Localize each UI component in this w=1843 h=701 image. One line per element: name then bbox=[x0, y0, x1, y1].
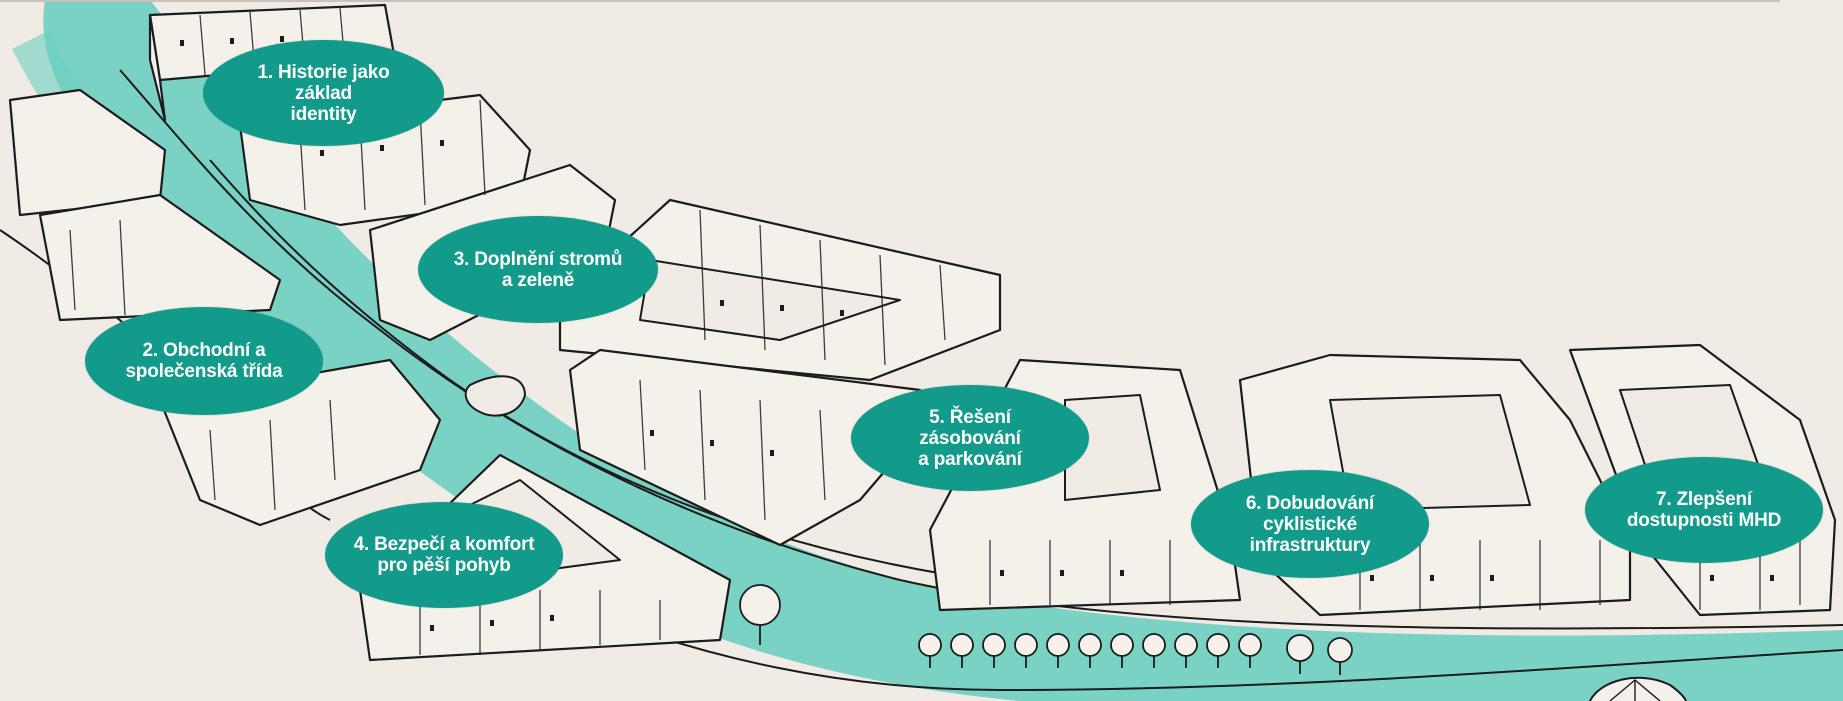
label-mhd[interactable]: 7. Zlepšení dostupnosti MHD bbox=[1585, 457, 1823, 563]
label-line: 7. Zlepšení bbox=[1613, 489, 1795, 510]
label-cyklisticka-infrastruktura[interactable]: 6. Dobudování cyklistické infrastruktury bbox=[1191, 470, 1429, 578]
label-line: identity bbox=[217, 104, 430, 125]
label-line: cyklistické bbox=[1232, 514, 1388, 535]
label-line: 1. Historie jako základ bbox=[217, 62, 430, 104]
label-obchodni-trida[interactable]: 2. Obchodní a společenská třída bbox=[85, 307, 323, 415]
label-line: společenská třída bbox=[111, 361, 296, 382]
traffic-island bbox=[466, 376, 525, 415]
label-line: dostupnosti MHD bbox=[1613, 510, 1795, 531]
label-line: 6. Dobudování bbox=[1232, 493, 1388, 514]
label-stromy-zelen[interactable]: 3. Doplnění stromů a zeleně bbox=[418, 216, 658, 323]
label-historie[interactable]: 1. Historie jako základ identity bbox=[203, 40, 444, 146]
label-line: infrastruktury bbox=[1232, 535, 1388, 556]
label-line: 2. Obchodní a bbox=[111, 340, 296, 361]
label-zasobovani-parkovani[interactable]: 5. Řešení zásobování a parkování bbox=[851, 385, 1089, 491]
label-line: pro pěší pohyb bbox=[340, 555, 549, 576]
label-line: a parkování bbox=[865, 449, 1075, 470]
label-line: 4. Bezpečí a komfort bbox=[340, 534, 549, 555]
label-line: a zeleně bbox=[440, 270, 636, 291]
label-line: 5. Řešení zásobování bbox=[865, 407, 1075, 449]
label-bezpeci-pesi[interactable]: 4. Bezpečí a komfort pro pěší pohyb bbox=[325, 502, 563, 608]
label-line: 3. Doplnění stromů bbox=[440, 249, 636, 270]
